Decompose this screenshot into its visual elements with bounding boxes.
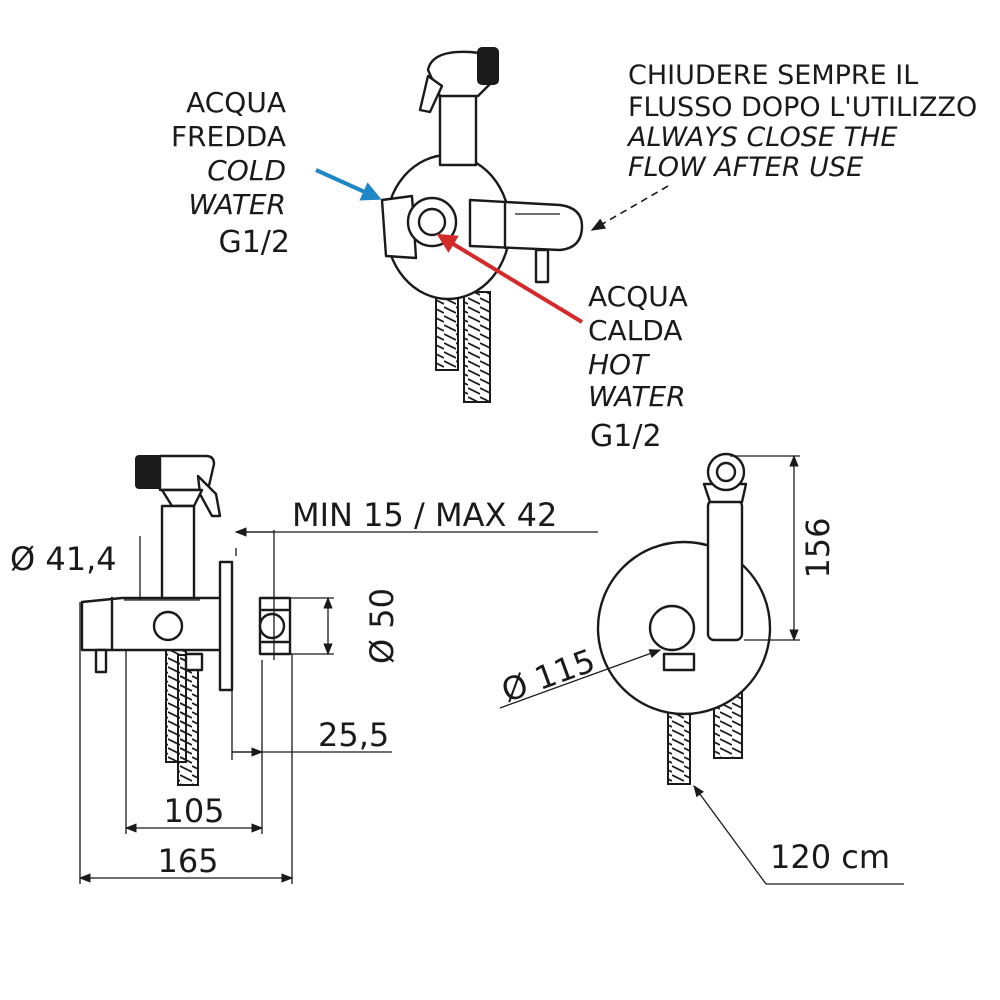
handset-tube-front [706, 498, 744, 642]
svg-text:ACQUA: ACQUA [186, 86, 286, 119]
wall-range-label: MIN 15 / MAX 42 [292, 496, 557, 534]
handset-cap-side [135, 455, 163, 489]
svg-text:FLUSSO DOPO L'UTILIZZO: FLUSSO DOPO L'UTILIZZO [628, 92, 977, 123]
plate-diameter-label: Ø 115 [496, 641, 600, 710]
wall-plate-side [218, 560, 234, 692]
handset-cap-top [477, 47, 499, 85]
close-flow-arrow [590, 185, 669, 231]
svg-text:CHIUDERE SEMPRE IL: CHIUDERE SEMPRE IL [628, 60, 918, 91]
svg-text:ACQUA: ACQUA [588, 280, 688, 313]
valve-front [648, 604, 696, 652]
svg-text:CALDA: CALDA [588, 314, 683, 347]
hot-water-label: ACQUA CALDA HOT WATER G1/2 [588, 280, 688, 454]
close-flow-note: CHIUDERE SEMPRE IL FLUSSO DOPO L'UTILIZZ… [626, 60, 977, 183]
lever-top [468, 198, 584, 252]
valve-diameter-label: Ø 50 [363, 588, 401, 664]
hose-top-left [435, 297, 459, 371]
svg-text:COLD: COLD [207, 154, 286, 187]
depth-total-label: 165 [157, 842, 218, 880]
svg-text:FREDDA: FREDDA [171, 120, 286, 153]
hose-side-right [177, 654, 199, 786]
top-view-product [380, 47, 584, 403]
hose-top-right [463, 291, 491, 403]
svg-text:ALWAYS CLOSE THE: ALWAYS CLOSE THE [626, 122, 897, 153]
depth-inner-label: 105 [163, 792, 224, 830]
hot-water-arrow [436, 233, 584, 324]
svg-text:WATER: WATER [588, 380, 686, 413]
cold-water-arrow [315, 168, 382, 201]
svg-text:FLOW AFTER USE: FLOW AFTER USE [628, 152, 863, 183]
valve-body-top [380, 194, 418, 260]
cold-water-label: ACQUA FREDDA COLD WATER G1/2 [171, 86, 290, 260]
body-diameter-label: Ø 41,4 [10, 540, 117, 578]
handset-tube-side [160, 504, 196, 608]
svg-text:G1/2: G1/2 [590, 419, 662, 454]
projection-label: 25,5 [318, 716, 389, 754]
handle-height-label: 156 [799, 517, 837, 578]
trigger-top [418, 74, 444, 114]
front-view [596, 452, 772, 785]
svg-text:WATER: WATER [188, 188, 286, 221]
svg-text:HOT: HOT [588, 348, 650, 381]
side-view [80, 454, 292, 786]
hose-length-label: 120 cm [770, 838, 890, 876]
svg-text:G1/2: G1/2 [218, 225, 290, 260]
side-view-dimensions: MIN 15 / MAX 42 Ø 41,4 Ø 50 25,5 105 165 [10, 496, 598, 884]
